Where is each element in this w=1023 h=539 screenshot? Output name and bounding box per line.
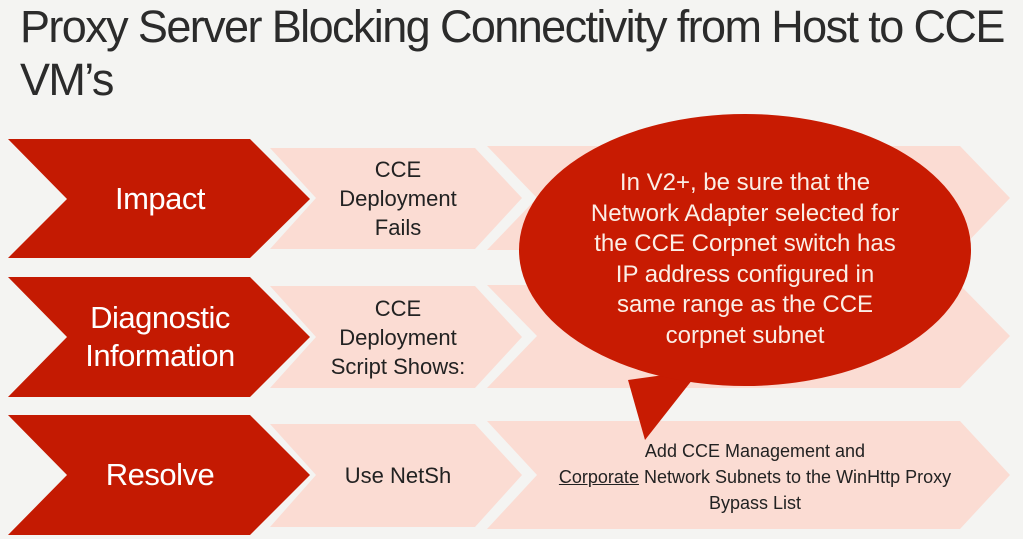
row1-category-chevron [8, 139, 310, 258]
row3-step-chevron [270, 424, 522, 527]
callout-bubble [519, 114, 971, 440]
corporate-link[interactable]: Corporate [558, 466, 639, 487]
row1-step-label: CCE Deployment Fails [339, 157, 457, 240]
row3-category-chevron [8, 415, 310, 535]
detail-text-post: Network Subnets to the WinHttp Proxy Byp… [643, 466, 952, 513]
row2-category-chevron [8, 277, 310, 397]
detail-text-pre: Add CCE Management and [644, 440, 866, 461]
row2-category-label: Diagnostic Information [85, 300, 235, 373]
row3-detail-label: Add CCE Management and Corporate Network… [545, 424, 965, 529]
row2-step-label: CCE Deployment Script Shows: [330, 295, 466, 379]
row3-step-label: Use NetSh [344, 463, 452, 488]
row1-step-chevron [270, 148, 522, 249]
row2-step-chevron [270, 286, 522, 388]
row3-category-label: Resolve [105, 457, 215, 492]
row3-detail-chevron [487, 421, 1010, 529]
callout-text: In V2+, be sure that the Network Adapter… [590, 169, 900, 349]
slide-title: Proxy Server Blocking Connectivity from … [20, 1, 1005, 105]
row1-category-label: Impact [114, 180, 206, 216]
